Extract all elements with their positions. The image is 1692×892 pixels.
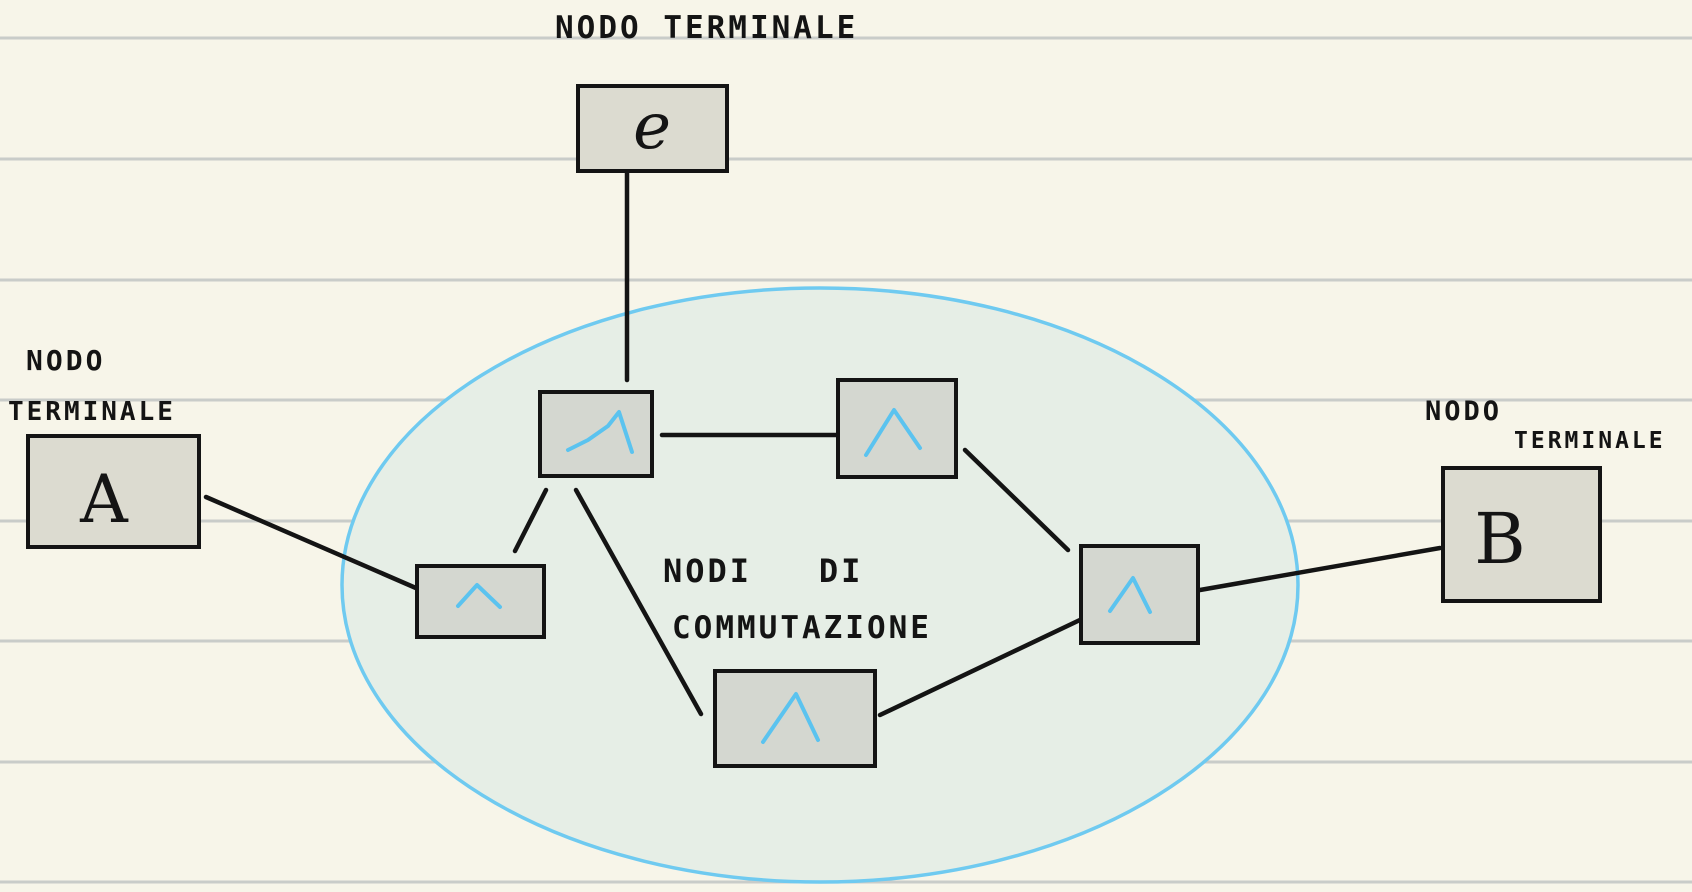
- link-switch-bottom-to-switch-right: [877, 616, 1085, 718]
- caret-up-icon: [1108, 576, 1152, 614]
- switch-node-right[interactable]: [1079, 544, 1200, 645]
- caret-up-icon: [864, 408, 922, 457]
- switching-nodes-label-line2: COMMUTAZIONE: [672, 610, 932, 646]
- switching-nodes-label-line1: NODI DI: [663, 552, 863, 590]
- switch-node-left[interactable]: [415, 564, 546, 639]
- connections: [203, 167, 1443, 718]
- right-terminal-label-line2: TERMINALE: [1514, 428, 1666, 454]
- left-terminal-label-line1: NODO: [26, 344, 105, 377]
- terminal-node-a[interactable]: A: [26, 434, 201, 549]
- link-switch2-to-switch-right: [962, 447, 1071, 553]
- link-switch-right-to-b: [1197, 545, 1443, 593]
- link-a-to-switch-left: [203, 494, 435, 598]
- switch-node-2[interactable]: [836, 378, 958, 479]
- caret-up-icon: [761, 692, 820, 744]
- link-switch1-to-switch-left: [512, 487, 549, 554]
- switch-node-1[interactable]: [538, 390, 654, 478]
- terminal-c-letter: e: [633, 90, 671, 164]
- right-terminal-label-line1: NODO: [1425, 396, 1502, 427]
- caret-up-icon: [566, 410, 634, 454]
- top-terminal-label: NODO TERMINALE: [555, 10, 858, 46]
- link-switch1-to-switch-bottom: [573, 487, 704, 717]
- switch-node-bottom[interactable]: [713, 669, 877, 768]
- terminal-b-letter: B: [1474, 498, 1525, 580]
- terminal-node-c[interactable]: e: [576, 84, 729, 173]
- terminal-node-b[interactable]: B: [1441, 466, 1602, 603]
- caret-up-icon: [456, 583, 502, 609]
- terminal-a-letter: A: [79, 461, 129, 538]
- left-terminal-label-line2: TERMINALE: [8, 397, 176, 427]
